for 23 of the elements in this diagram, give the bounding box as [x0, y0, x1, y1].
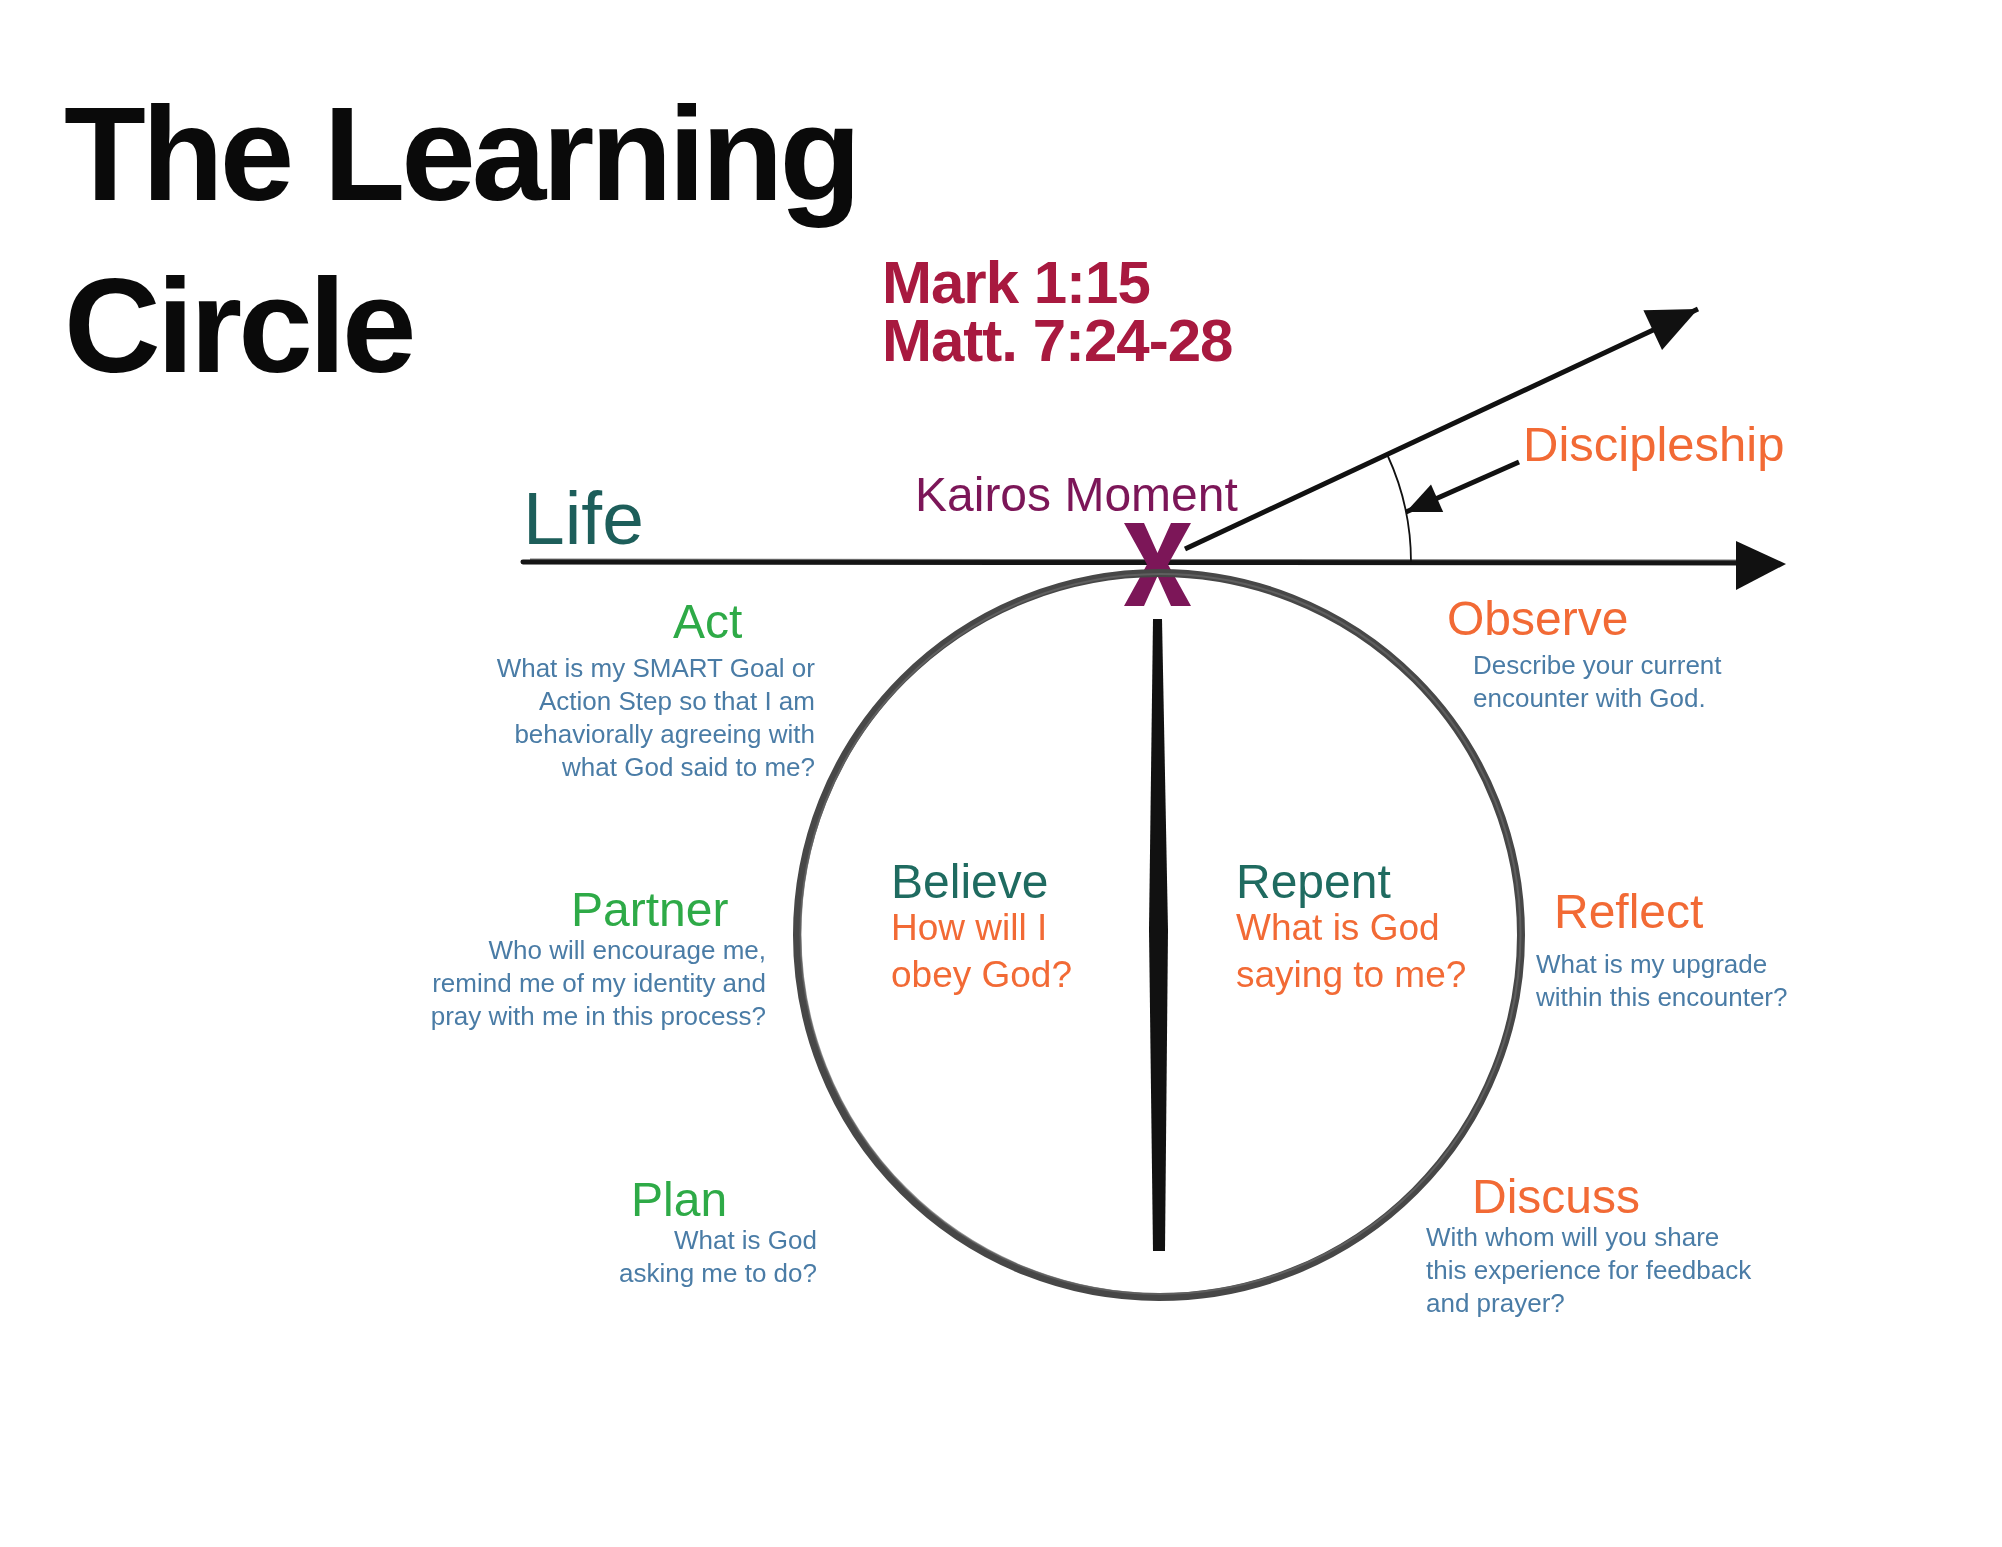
stage-heading: Act — [673, 599, 743, 645]
moment-label: Kairos Moment — [915, 469, 1238, 521]
section-heading: Believe — [891, 860, 1050, 904]
question-text: What is my SMART Goal or Action Step so that I am behaviorally agreeing with what God said to me? — [495, 652, 815, 784]
guiding-question: How will I obey God? — [891, 906, 1074, 997]
stage-heading: Observe — [1447, 596, 1629, 642]
callout-label: Discipleship — [1523, 416, 1785, 472]
arrow — [1183, 306, 1700, 552]
stage-heading: Reflect — [1554, 889, 1704, 935]
stage-heading: Discuss — [1472, 1174, 1641, 1220]
diagram-title: The Learning Circle — [64, 79, 858, 400]
guiding-question: What is God saying to me? — [1236, 907, 1468, 997]
stage-heading: Partner — [571, 887, 729, 933]
timeline-label: Life — [523, 478, 644, 558]
leader-arrow — [1405, 459, 1520, 515]
stage-heading: Plan — [631, 1177, 728, 1223]
question-text: What is my upgrade within this encounter? — [1536, 948, 1789, 1014]
question-text: Who will encourage me, remind me of my identity and pray with me in this process? — [429, 934, 766, 1033]
question-text: What is God asking me to do? — [618, 1224, 817, 1290]
question-text: With whom will you share this experience for feedback and prayer? — [1426, 1221, 1753, 1320]
scripture-reference: Mark 1:15 — [882, 254, 1150, 312]
question-text: Describe your current encounter with God. — [1473, 649, 1723, 715]
scripture-reference: Matt. 7:24-28 — [882, 312, 1233, 370]
